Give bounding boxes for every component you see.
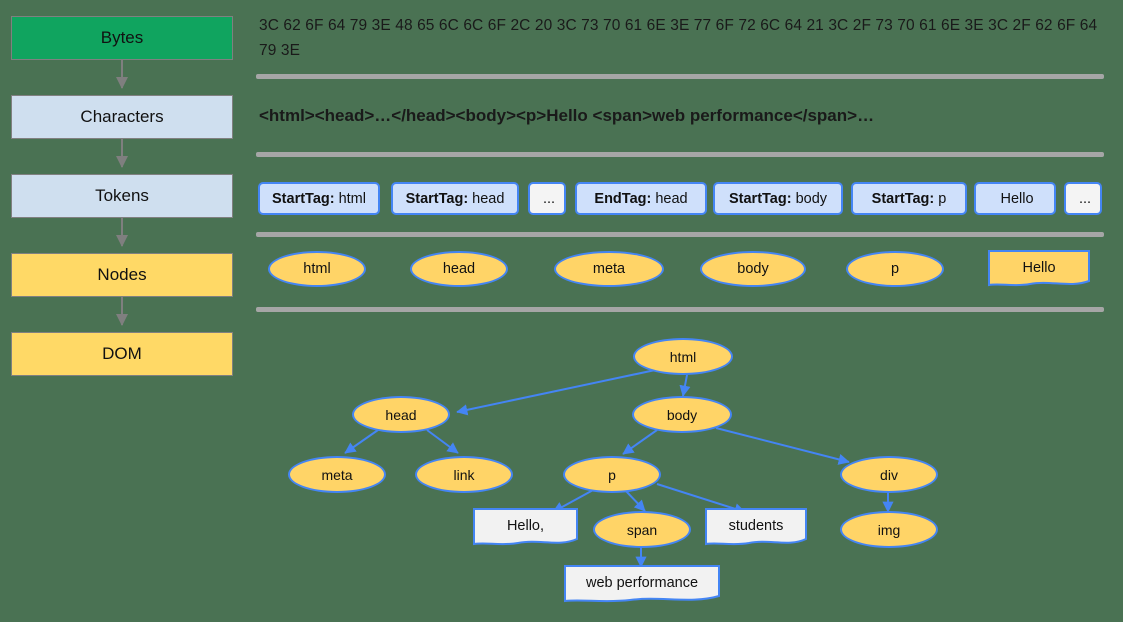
token-kind: StartTag: bbox=[405, 190, 469, 207]
node-ellipse-meta[interactable]: meta bbox=[554, 251, 664, 287]
token-value: head bbox=[472, 190, 505, 207]
node-label: head bbox=[385, 406, 417, 423]
node-label: body bbox=[666, 406, 698, 423]
node-label: head bbox=[442, 261, 476, 277]
dom-node-div[interactable]: div bbox=[840, 456, 938, 493]
dom-node-span[interactable]: span bbox=[593, 511, 691, 548]
dom-node-img[interactable]: img bbox=[840, 511, 938, 548]
node-label: p bbox=[890, 261, 900, 277]
token-value: html bbox=[338, 190, 366, 207]
pipeline-stage-label: DOM bbox=[102, 344, 142, 363]
pipeline-stage-characters[interactable]: Characters bbox=[11, 95, 233, 139]
node-label: div bbox=[880, 466, 898, 483]
token-chip[interactable]: StartTag:p bbox=[851, 182, 967, 215]
node-label: link bbox=[453, 466, 475, 483]
token-value: p bbox=[938, 190, 947, 207]
pipeline-stage-label: Characters bbox=[80, 107, 164, 126]
note-shape bbox=[564, 565, 720, 603]
token-value: Hello bbox=[1000, 190, 1034, 207]
dom-node-meta[interactable]: meta bbox=[288, 456, 386, 493]
characters-markup-text: <html><head>…</head><body><p>Hello <span… bbox=[259, 106, 875, 125]
token-value: ... bbox=[1078, 190, 1092, 207]
separator-tokens bbox=[256, 232, 1104, 237]
token-chip[interactable]: StartTag:head bbox=[391, 182, 519, 215]
pipeline-stage-tokens[interactable]: Tokens bbox=[11, 174, 233, 218]
pipeline-stage-label: Bytes bbox=[100, 28, 144, 47]
dom-node-body[interactable]: body bbox=[632, 396, 732, 433]
dom-node-text-webperformance[interactable]: web performance bbox=[564, 565, 720, 605]
node-ellipse-head[interactable]: head bbox=[410, 251, 508, 287]
pipeline-stage-label: Tokens bbox=[95, 186, 149, 205]
node-label: span bbox=[626, 521, 658, 538]
token-kind: StartTag: bbox=[871, 190, 935, 207]
token-chip[interactable]: StartTag:body bbox=[713, 182, 843, 215]
token-chip[interactable]: EndTag:head bbox=[575, 182, 707, 215]
pipeline-stage-bytes[interactable]: Bytes bbox=[11, 16, 233, 60]
token-kind: StartTag: bbox=[272, 190, 335, 207]
node-label: html bbox=[669, 348, 697, 365]
node-label: web performance bbox=[585, 575, 699, 591]
token-chip[interactable]: Hello bbox=[974, 182, 1056, 215]
dom-node-html[interactable]: html bbox=[633, 338, 733, 375]
node-label: meta bbox=[321, 466, 353, 483]
node-label: meta bbox=[592, 261, 626, 277]
token-chip[interactable]: ... bbox=[528, 182, 566, 215]
dom-node-link[interactable]: link bbox=[415, 456, 513, 493]
token-value: body bbox=[795, 190, 828, 207]
pipeline-stage-dom[interactable]: DOM bbox=[11, 332, 233, 376]
pipeline-stage-label: Nodes bbox=[97, 265, 147, 284]
note-shape bbox=[705, 508, 807, 546]
pipeline-stage-nodes[interactable]: Nodes bbox=[11, 253, 233, 297]
separator-bytes bbox=[256, 74, 1104, 79]
bytes-hex-text: 3C 62 6F 64 79 3E 48 65 6C 6C 6F 2C 20 3… bbox=[259, 17, 1098, 59]
dom-node-head[interactable]: head bbox=[352, 396, 450, 433]
node-label: students bbox=[728, 518, 784, 534]
node-ellipse-p[interactable]: p bbox=[846, 251, 944, 287]
token-kind: EndTag: bbox=[594, 190, 652, 207]
note-shape bbox=[988, 250, 1090, 287]
note-shape bbox=[473, 508, 578, 546]
node-label: p bbox=[608, 466, 616, 483]
separator-nodes bbox=[256, 307, 1104, 312]
separator-characters bbox=[256, 152, 1104, 157]
node-ellipse-html[interactable]: html bbox=[268, 251, 366, 287]
token-chip[interactable]: StartTag:html bbox=[258, 182, 380, 215]
dom-node-text-students[interactable]: students bbox=[705, 508, 807, 548]
node-label: img bbox=[877, 521, 901, 538]
token-chip[interactable]: ... bbox=[1064, 182, 1102, 215]
node-label: html bbox=[303, 261, 331, 277]
node-label: Hello, bbox=[506, 518, 545, 534]
dom-node-p[interactable]: p bbox=[563, 456, 661, 493]
token-value: head bbox=[655, 190, 688, 207]
node-label: Hello bbox=[1022, 259, 1056, 276]
dom-node-text-hello[interactable]: Hello, bbox=[473, 508, 578, 548]
node-label: body bbox=[737, 261, 769, 277]
token-kind: StartTag: bbox=[728, 190, 792, 207]
node-note-hello[interactable]: Hello bbox=[988, 250, 1090, 289]
node-ellipse-body[interactable]: body bbox=[700, 251, 806, 287]
token-value: ... bbox=[542, 190, 556, 207]
